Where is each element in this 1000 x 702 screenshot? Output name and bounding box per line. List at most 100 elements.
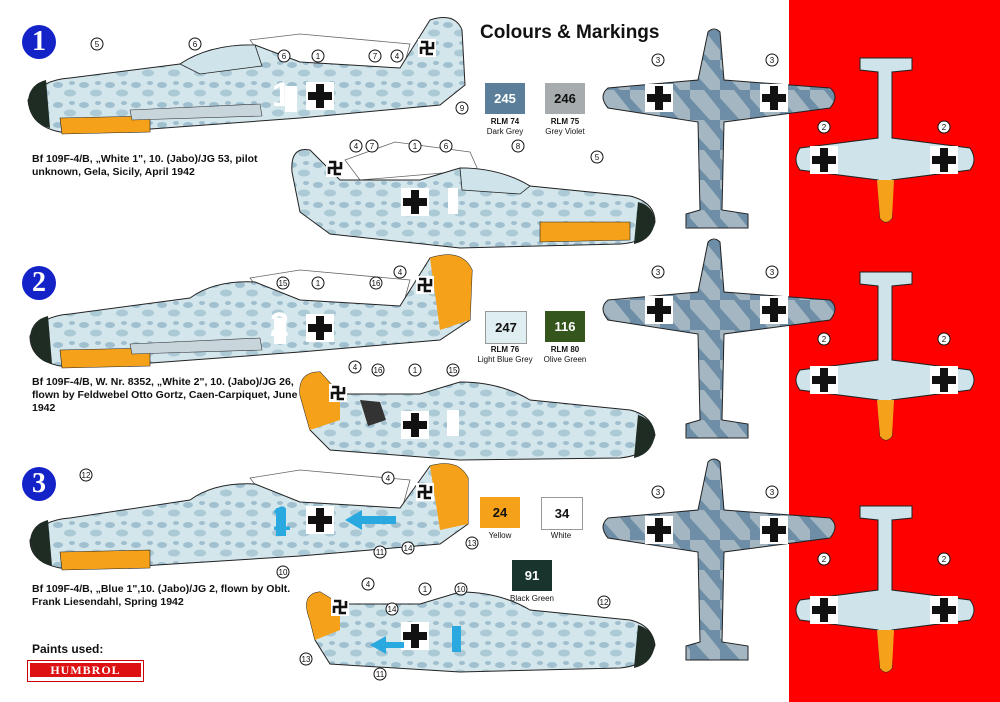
caption-line: Frank Liesendahl, Spring 1942 <box>32 596 184 608</box>
callout-marker: 14 <box>401 541 415 555</box>
callout-marker: 4 <box>393 265 407 279</box>
callout-marker: 3 <box>765 485 779 499</box>
callout-marker: 2 <box>937 120 951 134</box>
scheme-2-lower-plan <box>795 271 975 441</box>
swatch-247: 247 <box>485 311 527 344</box>
swatch-34-label: White <box>526 531 596 541</box>
callout-marker: 7 <box>368 49 382 63</box>
callout-number: 3 <box>770 488 775 497</box>
callout-number: 2 <box>822 123 827 132</box>
scheme-3-upper-plan <box>602 458 836 661</box>
callout-marker: 2 <box>937 552 951 566</box>
callout-number: 14 <box>388 605 397 614</box>
callout-marker: 3 <box>651 265 665 279</box>
callout-number: 2 <box>822 335 827 344</box>
callout-marker: 1 <box>408 139 422 153</box>
scheme-1-caption: Bf 109F-4/B, „White 1", 10. (Jabo)/JG 53… <box>32 153 258 179</box>
caption-line: Bf 109F-4/B, „White 1", 10. (Jabo)/JG 53… <box>32 153 258 165</box>
callout-marker: 4 <box>361 577 375 591</box>
callout-marker: 1 <box>418 582 432 596</box>
callout-marker: 10 <box>454 582 468 596</box>
callout-marker: 12 <box>597 595 611 609</box>
callout-number: 5 <box>595 153 600 162</box>
callout-marker: 2 <box>937 332 951 346</box>
callout-marker: 3 <box>651 485 665 499</box>
swatch-24-label: Yellow <box>465 531 535 541</box>
caption-line: 1942 <box>32 402 56 414</box>
callout-number: 5 <box>95 40 100 49</box>
callout-number: 2 <box>942 335 947 344</box>
callout-marker: 16 <box>369 276 383 290</box>
page-title: Colours & Markings <box>480 22 660 43</box>
scheme-1-upper-plan <box>602 28 836 229</box>
callout-number: 10 <box>279 568 288 577</box>
callout-number: 8 <box>516 142 521 151</box>
callout-number: 1 <box>316 279 321 288</box>
callout-number: 3 <box>770 268 775 277</box>
callout-marker: 2 <box>817 332 831 346</box>
callout-marker: 6 <box>439 139 453 153</box>
callout-number: 13 <box>468 539 477 548</box>
callout-marker: 3 <box>651 53 665 67</box>
scheme-2-badge: 2 <box>22 266 56 300</box>
callout-number: 6 <box>193 40 198 49</box>
callout-marker: 16 <box>371 363 385 377</box>
scheme-3-left-profile <box>29 463 469 571</box>
callout-marker: 15 <box>446 363 460 377</box>
callout-number: 4 <box>395 52 400 61</box>
callout-marker: 12 <box>79 468 93 482</box>
scheme-3-fuselage-code: 1 <box>272 500 291 538</box>
callout-number: 7 <box>370 142 375 151</box>
callout-number: 16 <box>374 366 383 375</box>
callout-number: 2 <box>942 555 947 564</box>
red-border-band <box>789 0 1000 702</box>
caption-line: Bf 109F-4/B, „Blue 1",10. (Jabo)/JG 2, f… <box>32 583 291 595</box>
callout-number: 2 <box>942 123 947 132</box>
swatch-name: RLM 74 <box>490 117 520 126</box>
callout-number: 4 <box>386 474 391 483</box>
swatch-desc: Olive Green <box>543 355 587 364</box>
callout-number: 3 <box>656 56 661 65</box>
swatch-desc: Grey Violet <box>545 127 585 136</box>
swatch-name: RLM 76 <box>490 345 520 354</box>
callout-number: 15 <box>449 366 458 375</box>
callout-marker: 5 <box>90 37 104 51</box>
scheme-2-upper-plan <box>602 238 836 439</box>
callout-marker: 1 <box>311 49 325 63</box>
callout-number: 12 <box>82 471 91 480</box>
swatch-246: 246 <box>545 83 585 114</box>
callout-marker: 13 <box>465 536 479 550</box>
scheme-1-badge: 1 <box>22 25 56 59</box>
swatch-91: 91 <box>512 560 552 591</box>
callout-marker: 10 <box>276 565 290 579</box>
callout-number: 10 <box>457 585 466 594</box>
callout-number: 6 <box>282 52 287 61</box>
scheme-3-lower-plan <box>795 505 975 673</box>
scheme-1-left-profile <box>27 17 466 135</box>
swatch-91-label: Black Green <box>497 594 567 604</box>
callout-marker: 6 <box>188 37 202 51</box>
callout-number: 2 <box>822 555 827 564</box>
callout-marker: 4 <box>349 139 363 153</box>
callout-number: 3 <box>770 56 775 65</box>
callout-number: 4 <box>366 580 371 589</box>
scheme-3-caption: Bf 109F-4/B, „Blue 1",10. (Jabo)/JG 2, f… <box>32 583 290 609</box>
callout-marker: 11 <box>373 667 387 681</box>
callout-marker: 9 <box>455 101 469 115</box>
callout-number: 15 <box>279 279 288 288</box>
callout-marker: 3 <box>765 53 779 67</box>
callout-number: 1 <box>413 366 418 375</box>
callout-number: 1 <box>423 585 428 594</box>
callout-marker: 1 <box>311 276 325 290</box>
swatch-desc: White <box>550 531 572 540</box>
callout-number: 4 <box>353 363 358 372</box>
callout-number: 11 <box>376 548 385 557</box>
scheme-2-left-profile <box>29 254 473 369</box>
callout-marker: 8 <box>511 139 525 153</box>
callout-marker: 6 <box>277 49 291 63</box>
paints-used-label: Paints used: <box>32 642 104 656</box>
